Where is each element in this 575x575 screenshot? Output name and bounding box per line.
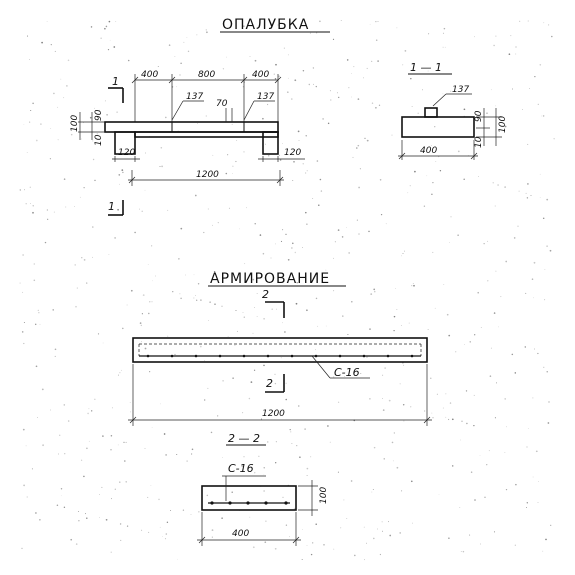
rebar-dot [338, 354, 342, 358]
rebar-dot [290, 354, 294, 358]
dim-left-10: 10 [94, 134, 104, 146]
rebar-dot [194, 354, 198, 358]
section-mark-1-bottom: 1 [108, 200, 115, 213]
rebar-dot [314, 354, 318, 358]
mark-137-right: 137 [257, 92, 274, 102]
dim-top-right: 400 [252, 70, 269, 80]
section-mark-2-bottom: 2 [266, 377, 273, 390]
dim-top-middle: 800 [198, 70, 215, 80]
section-mark-2-top: 2 [262, 288, 269, 301]
rebar-dot [284, 501, 288, 505]
section-1-1: 1 — 1 137 90 100 10 400 [398, 61, 508, 160]
section-2-2-width-400: 400 [232, 529, 249, 539]
mark-137-left: 137 [186, 92, 203, 102]
reinforcement-elevation: 2 С-16 2 1200 [128, 288, 432, 426]
rebar-dot [228, 501, 232, 505]
section-1-1-mark-137: 137 [452, 85, 469, 95]
section-2-2: 2 — 2 С-16 100 400 [197, 432, 329, 546]
rebar-dot [242, 354, 246, 358]
reinforcement-title: АРМИРОВАНИЕ [210, 271, 330, 287]
rebar-label-c16-section: С-16 [228, 462, 254, 475]
section-2-2-label: 2 — 2 [228, 432, 260, 445]
rebar-dots-elevation [146, 354, 414, 358]
rebar-dot [362, 354, 366, 358]
dim-overall-1200-formwork: 1200 [196, 170, 219, 180]
dim-overall-1200-reinforcement: 1200 [262, 409, 285, 419]
rebar-dot [386, 354, 390, 358]
section-2-2-height-100: 100 [319, 487, 329, 504]
rebar-dot [170, 354, 174, 358]
rebar-dot [264, 501, 268, 505]
formwork-title: ОПАЛУБКА [222, 17, 309, 33]
formwork-elevation: 400 800 400 1 137 137 70 100 90 10 [70, 70, 305, 216]
rebar-dots-section [210, 501, 288, 505]
section-1-1-dim-10: 10 [474, 136, 484, 148]
dim-bottom-120-left: 120 [118, 148, 135, 158]
rebar-dot [266, 354, 270, 358]
section-mark-1-top: 1 [112, 75, 119, 88]
rebar-dot [246, 501, 250, 505]
rebar-dot [210, 501, 214, 505]
rebar-dot [218, 354, 222, 358]
dim-bottom-120-right: 120 [284, 148, 301, 158]
rebar-dot [146, 354, 150, 358]
rebar-label-c16-elevation: С-16 [334, 366, 360, 379]
dim-left-100: 100 [70, 115, 80, 132]
section-1-1-dim-100: 100 [498, 116, 508, 133]
section-1-1-label: 1 — 1 [410, 61, 442, 74]
section-1-1-width-400: 400 [420, 146, 437, 156]
paper-speckle [19, 20, 555, 561]
rebar-dot [410, 354, 414, 358]
section-1-1-dim-90: 90 [474, 110, 484, 122]
dim-top-left: 400 [141, 70, 158, 80]
dim-left-90: 90 [94, 109, 104, 121]
dim-70: 70 [216, 99, 228, 109]
